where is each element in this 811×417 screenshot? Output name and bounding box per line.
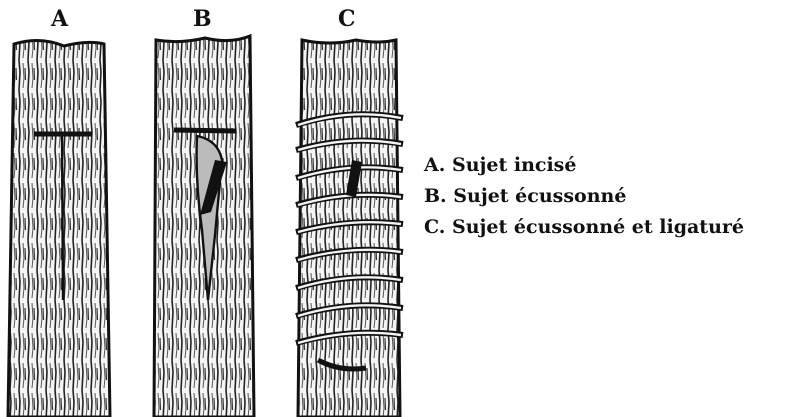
t-cut-horizontal bbox=[174, 130, 236, 131]
legend-item-a: A. Sujet incisé bbox=[424, 150, 744, 181]
stem-b bbox=[154, 36, 254, 417]
t-cut-vertical bbox=[62, 136, 63, 300]
legend: A. Sujet incisé B. Sujet écussonné C. Su… bbox=[424, 150, 744, 243]
legend-item-b: B. Sujet écussonné bbox=[424, 181, 744, 212]
stem-c bbox=[296, 40, 403, 417]
legend-item-c: C. Sujet écussonné et ligaturé bbox=[424, 212, 744, 243]
grafting-illustration bbox=[0, 0, 420, 417]
stem-a bbox=[8, 40, 110, 417]
